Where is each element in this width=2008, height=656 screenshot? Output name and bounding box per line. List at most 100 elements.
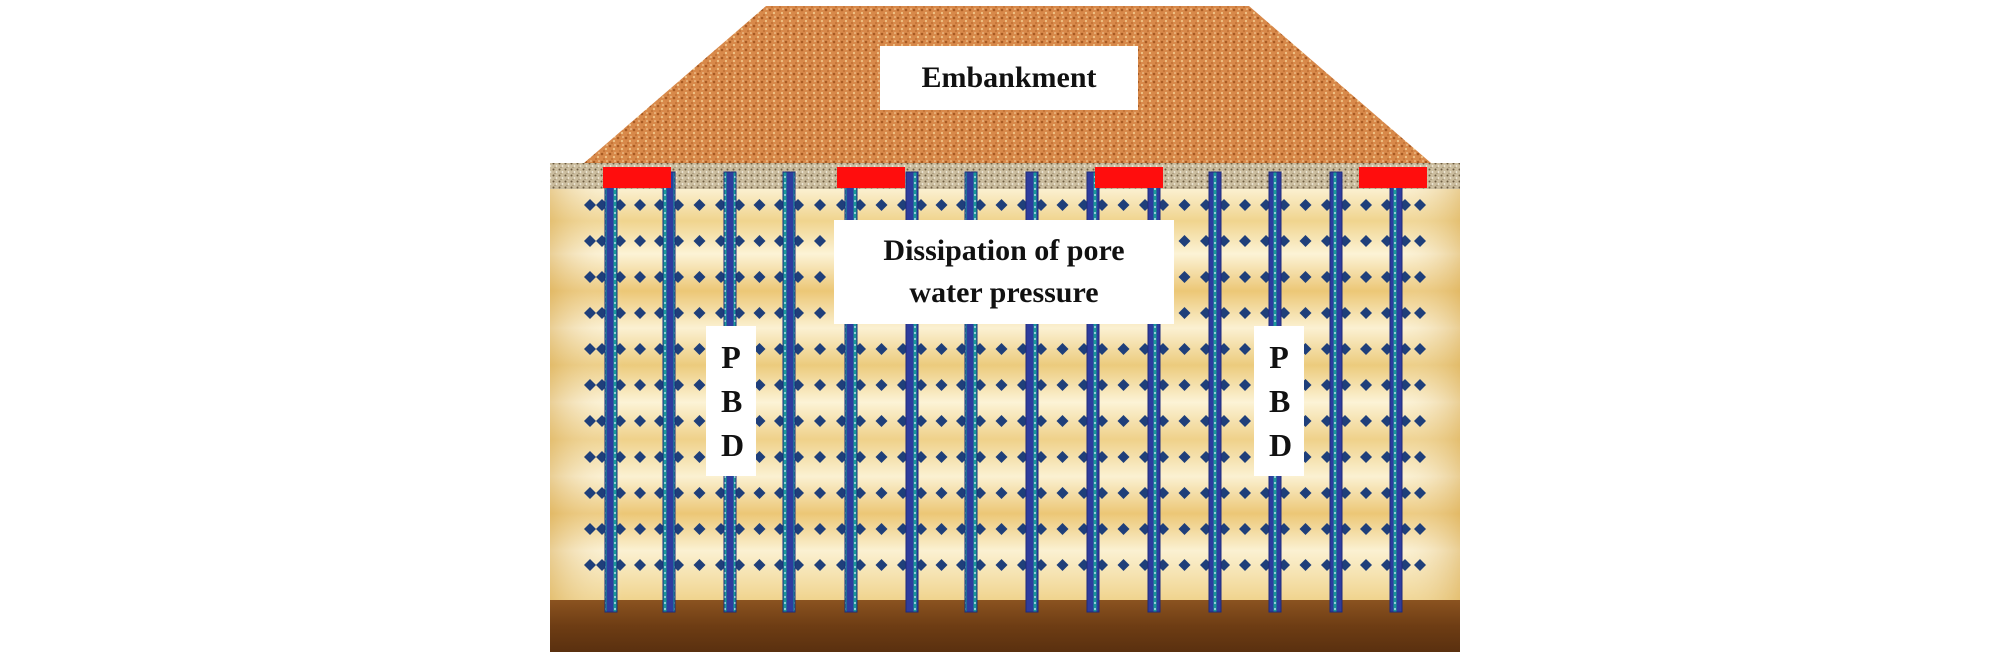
water-particle (634, 379, 646, 391)
water-particle (753, 487, 766, 499)
vertical-drain (1329, 171, 1343, 613)
water-particle (995, 487, 1008, 499)
water-particle (1178, 487, 1191, 499)
water-particle (814, 271, 826, 283)
water-particle (1414, 235, 1426, 247)
water-particle (1414, 199, 1426, 211)
water-particle (634, 307, 646, 319)
settlement-plate (1095, 167, 1163, 188)
water-particle (753, 271, 766, 283)
water-particle (693, 199, 706, 211)
settlement-plate (837, 167, 905, 188)
water-particle (693, 415, 706, 427)
water-particle (1239, 235, 1251, 247)
water-particle (1178, 307, 1191, 319)
water-particle (1117, 487, 1130, 499)
water-particle (1360, 271, 1372, 283)
water-particle (1178, 343, 1191, 355)
settlement-plates (603, 167, 1427, 188)
water-particle (753, 343, 766, 355)
water-particle (935, 559, 948, 571)
water-particle (1239, 271, 1251, 283)
water-particle (1299, 487, 1312, 499)
pbd-label-left-text: P B D (721, 339, 745, 463)
water-particle (875, 199, 888, 211)
water-particle (1360, 559, 1372, 571)
water-particle (1360, 199, 1372, 211)
water-particle (1178, 415, 1191, 427)
settlement-plate (1359, 167, 1427, 188)
water-particle (1178, 559, 1191, 571)
water-particle (1117, 415, 1130, 427)
water-particle (634, 487, 646, 499)
water-particle (995, 379, 1008, 391)
water-particle (1414, 415, 1426, 427)
water-particle (753, 199, 766, 211)
vertical-drain (662, 171, 676, 613)
water-particle (584, 271, 596, 283)
water-particle (1117, 451, 1130, 463)
water-particle (935, 523, 948, 535)
water-particle (634, 415, 646, 427)
water-particle (1117, 379, 1130, 391)
water-particle (814, 343, 826, 355)
water-particle (1117, 559, 1130, 571)
vertical-drain (1389, 171, 1403, 613)
water-particle (634, 235, 646, 247)
water-particle (1239, 415, 1251, 427)
water-particle (753, 235, 766, 247)
water-particle (814, 559, 826, 571)
water-particle (634, 523, 646, 535)
water-particle (1239, 451, 1251, 463)
water-particle (634, 271, 646, 283)
water-particle (584, 559, 596, 571)
water-particle (875, 523, 888, 535)
water-particle (1414, 379, 1426, 391)
water-particle (584, 523, 596, 535)
water-particle (875, 415, 888, 427)
water-particle (584, 451, 596, 463)
sand-blanket-layer (550, 163, 1460, 189)
water-particle (875, 451, 888, 463)
water-particle (584, 487, 596, 499)
water-particle (1056, 487, 1069, 499)
water-particle (1414, 523, 1426, 535)
water-particle (1056, 559, 1069, 571)
water-particle (693, 559, 706, 571)
water-particle (584, 235, 596, 247)
water-particle (1360, 379, 1372, 391)
water-particle (1299, 307, 1312, 319)
water-particle (1414, 307, 1426, 319)
water-particle (814, 199, 826, 211)
water-particle (693, 487, 706, 499)
water-particle (1178, 379, 1191, 391)
water-particle (1239, 199, 1251, 211)
water-particle (995, 559, 1008, 571)
water-particle (1360, 307, 1372, 319)
water-particle (1056, 343, 1069, 355)
water-particle (1056, 379, 1069, 391)
water-particle (1414, 487, 1426, 499)
water-particle (1239, 307, 1251, 319)
water-particle (693, 235, 706, 247)
water-particle (995, 199, 1008, 211)
water-particle (1056, 199, 1069, 211)
water-particle (753, 523, 766, 535)
water-particle (1299, 523, 1312, 535)
water-particle (1360, 451, 1372, 463)
water-particle (1414, 559, 1426, 571)
water-particle (584, 343, 596, 355)
water-particle (1117, 199, 1130, 211)
water-particle (634, 343, 646, 355)
water-particle (935, 379, 948, 391)
water-particle (935, 343, 948, 355)
water-particle (1117, 343, 1130, 355)
water-particle (1117, 523, 1130, 535)
water-particle (935, 487, 948, 499)
water-particle (814, 307, 826, 319)
water-particle (995, 523, 1008, 535)
water-particle (584, 415, 596, 427)
pbd-label-right-text: P B D (1269, 339, 1293, 463)
